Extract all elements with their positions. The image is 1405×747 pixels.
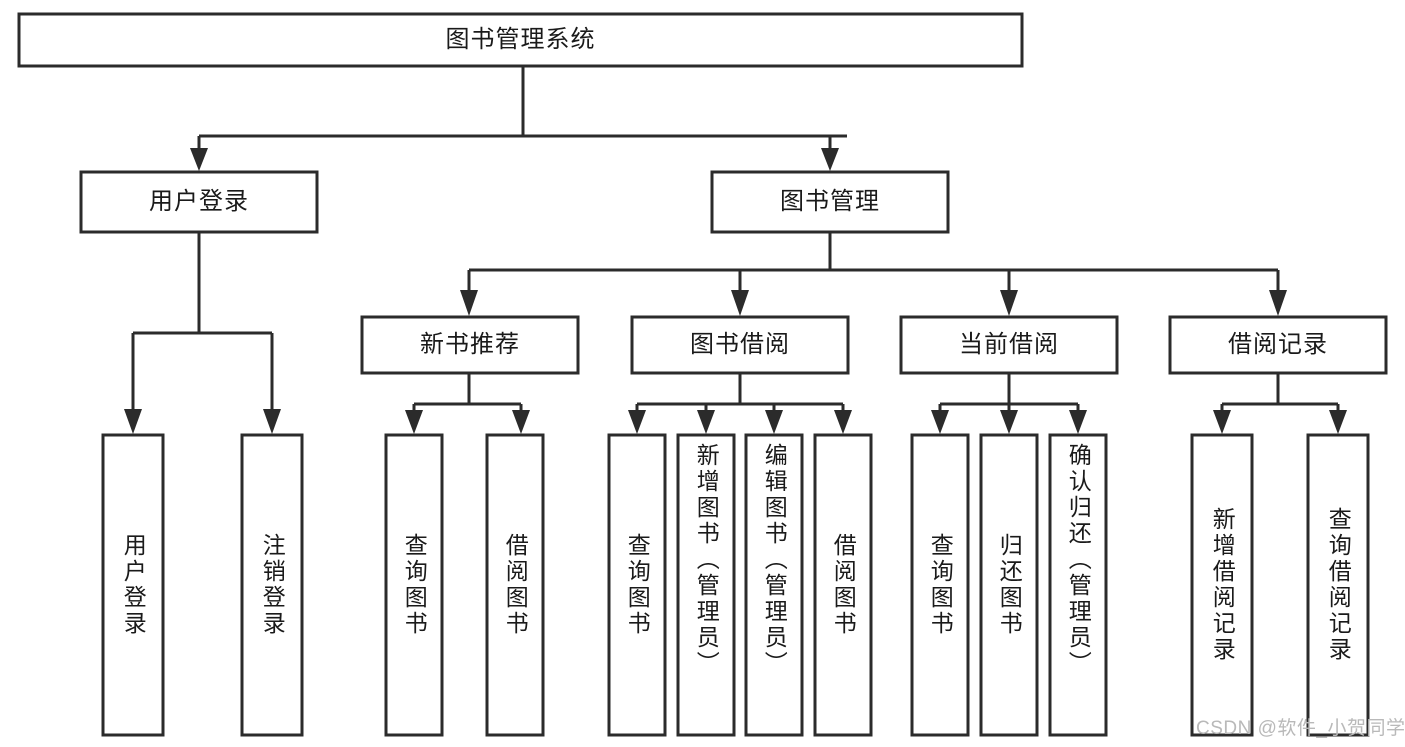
arrow-head-new-book-recommend <box>460 290 478 316</box>
leaf-box-cb-confirm-return[interactable] <box>1048 433 1108 737</box>
arrow-head-current-borrow <box>1000 290 1018 316</box>
leaf-box-cb-query-book[interactable] <box>910 433 970 737</box>
arrow-head-cb-leaf-1 <box>931 410 949 434</box>
node-box-current-borrow[interactable] <box>899 315 1119 375</box>
arrow-head-br-leaf-2 <box>1329 410 1347 434</box>
arrow-head-bb-leaf-4 <box>834 410 852 434</box>
arrow-head-nbr-leaf-1 <box>405 410 423 434</box>
leaf-box-nbr-borrow-book[interactable] <box>485 433 545 737</box>
arrow-head-cb-leaf-2 <box>1000 410 1018 434</box>
arrow-head-bb-leaf-3 <box>765 410 783 434</box>
arrow-head-bb-leaf-1 <box>628 410 646 434</box>
leaf-box-bb-edit-book[interactable] <box>744 433 804 737</box>
leaf-box-bb-query-book[interactable] <box>607 433 667 737</box>
node-box-root[interactable] <box>17 12 1024 68</box>
arrow-head-book-borrow <box>731 290 749 316</box>
leaf-box-br-query-record[interactable] <box>1306 433 1370 737</box>
node-box-new-book-recommend[interactable] <box>360 315 580 375</box>
arrow-head-book-mgmt <box>821 148 839 171</box>
arrow-head-bb-leaf-2 <box>697 410 715 434</box>
node-box-borrow-record[interactable] <box>1168 315 1388 375</box>
arrow-head-br-leaf-1 <box>1213 410 1231 434</box>
arrow-head-leaf-logout <box>263 409 281 434</box>
leaf-box-bb-add-book[interactable] <box>676 433 736 737</box>
leaf-box-logout[interactable] <box>240 433 304 737</box>
node-box-book-borrow[interactable] <box>630 315 850 375</box>
leaf-box-nbr-query-book[interactable] <box>384 433 444 737</box>
arrow-head-leaf-user-login <box>124 409 142 434</box>
leaf-box-cb-return-book[interactable] <box>979 433 1039 737</box>
leaf-box-user-login[interactable] <box>101 433 165 737</box>
leaf-box-bb-borrow-book[interactable] <box>813 433 873 737</box>
node-box-user-login[interactable] <box>79 170 319 234</box>
arrow-head-cb-leaf-3 <box>1069 410 1087 434</box>
arrow-head-borrow-record <box>1269 290 1287 316</box>
leaf-box-br-add-record[interactable] <box>1190 433 1254 737</box>
arrow-head-user-login <box>190 148 208 171</box>
node-box-book-management[interactable] <box>710 170 950 234</box>
arrow-head-nbr-leaf-2 <box>512 410 530 434</box>
